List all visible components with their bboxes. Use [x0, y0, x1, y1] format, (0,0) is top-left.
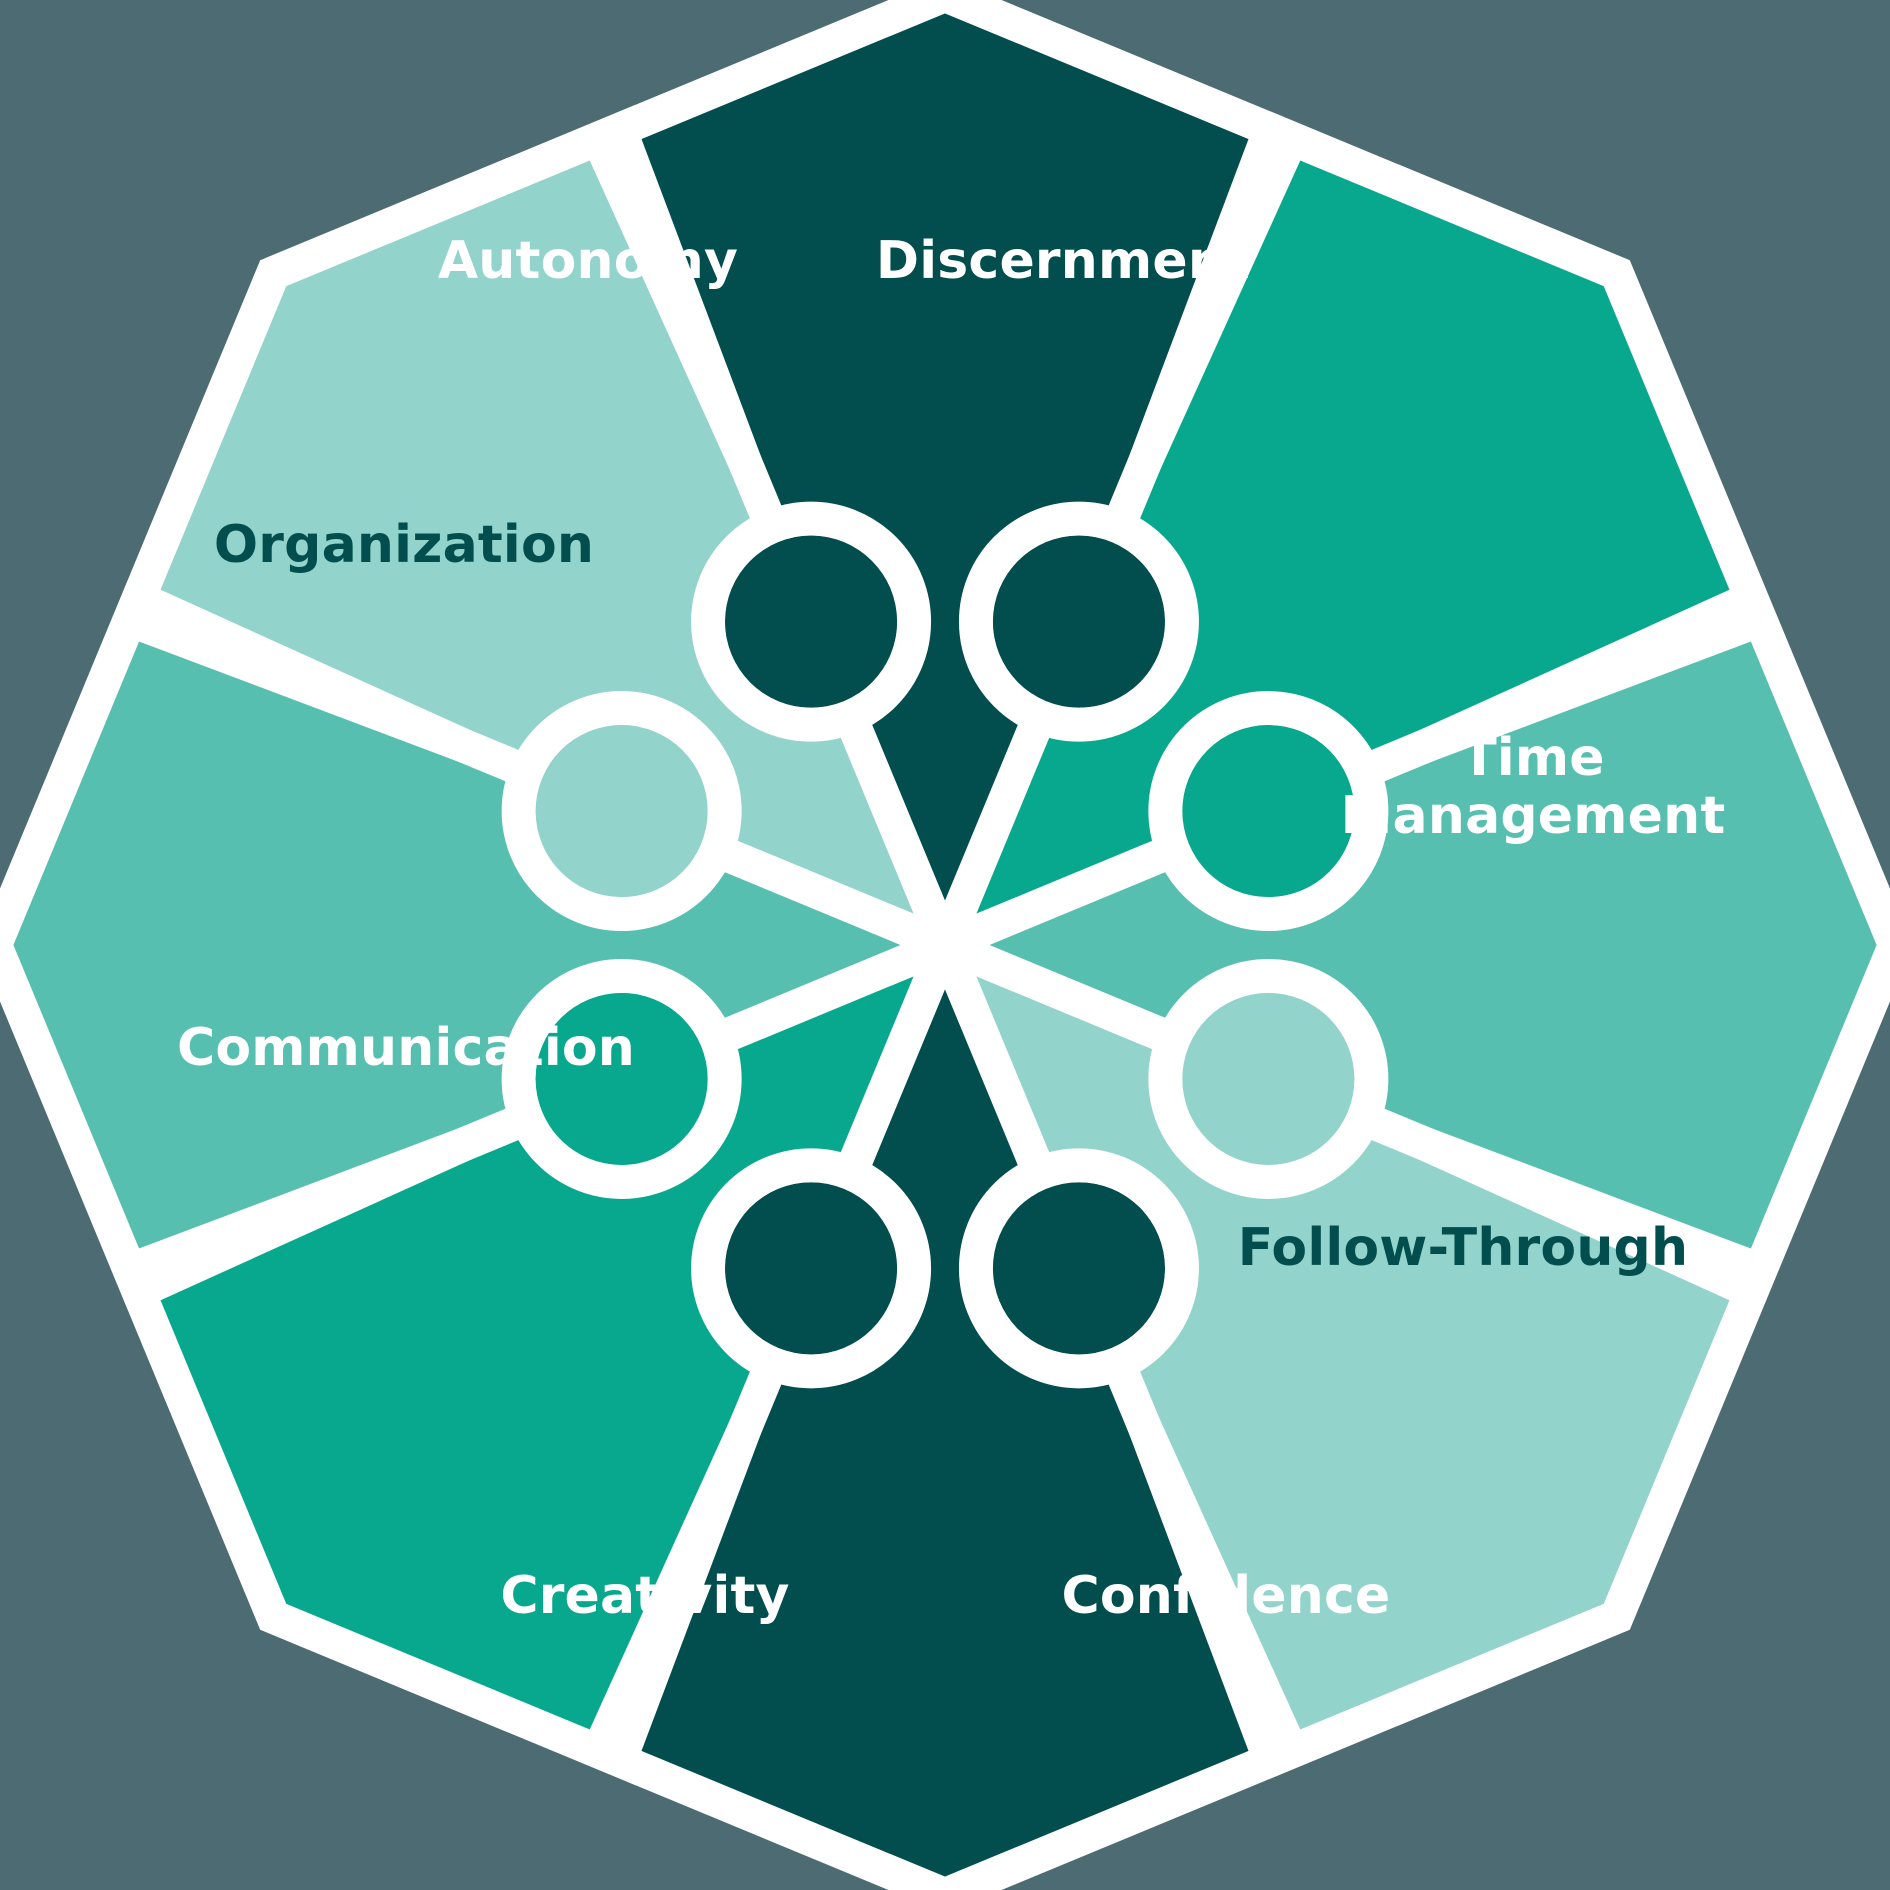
puzzle-segment-communication[interactable]: [0, 451, 945, 1439]
puzzle-knob-face-confidence: [992, 1182, 1165, 1355]
puzzle-segment-autonomy[interactable]: [451, 0, 1439, 945]
puzzle-knob-ring-2: [1148, 691, 1389, 932]
puzzle-segment-discernment[interactable]: [945, 0, 1890, 945]
puzzle-segment-creativity[interactable]: [0, 945, 945, 1890]
puzzle-knob-face-discernment: [1182, 725, 1355, 898]
puzzle-knob-face-autonomy: [725, 535, 898, 708]
puzzle-knob-face-organization: [535, 725, 708, 898]
puzzle-segment-organization[interactable]: [0, 0, 945, 945]
puzzle-knob-ring-5: [691, 1148, 932, 1389]
puzzle-knob-ring-1: [958, 501, 1199, 742]
puzzle-knob-face-confidence: [725, 1182, 898, 1355]
puzzle-knob-face-autonomy: [992, 535, 1165, 708]
puzzle-knob-face-creativity: [535, 992, 708, 1165]
puzzle-segment-confidence[interactable]: [451, 945, 1439, 1890]
puzzle-segment-time-management[interactable]: [945, 451, 1890, 1439]
puzzle-segment-follow-through[interactable]: [945, 945, 1890, 1890]
puzzle-knob-ring-0: [691, 501, 932, 742]
puzzle-knob-ring-7: [501, 691, 742, 932]
puzzle-knob-face-follow-through: [1182, 992, 1355, 1165]
puzzle-knob-ring-4: [958, 1148, 1199, 1389]
puzzle-knob-ring-6: [501, 958, 742, 1199]
puzzle-knob-ring-3: [1148, 958, 1389, 1199]
